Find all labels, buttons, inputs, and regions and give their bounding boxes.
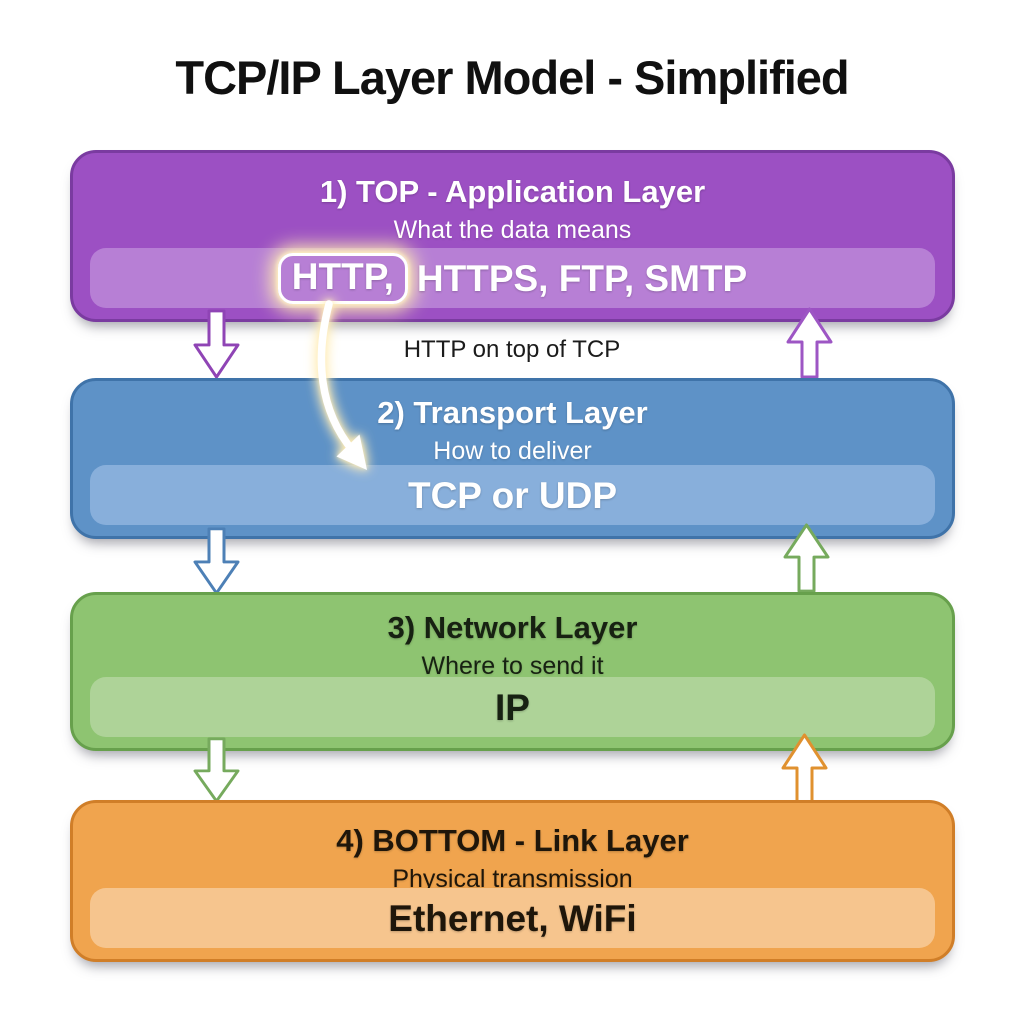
down-arrow-icon-2	[193, 527, 240, 595]
protocol-bar-link: Ethernet, WiFi	[90, 888, 935, 948]
layer-transport-subtitle: How to deliver	[433, 436, 592, 465]
protocol-bar-application: HTTP,HTTPS, FTP, SMTP	[90, 248, 935, 308]
layer-network: 3) Network Layer Where to send it IP	[70, 592, 955, 751]
protocol-bar-transport: TCP or UDP	[90, 465, 935, 525]
http-tcp-annotation: HTTP on top of TCP	[403, 336, 621, 363]
protocol-text-network: IP	[495, 686, 530, 728]
curved-arrow-http-to-tcp-icon	[317, 300, 367, 470]
layer-network-heading: 3) Network Layer	[387, 610, 638, 645]
protocol-text-link: Ethernet, WiFi	[388, 897, 637, 939]
protocol-bar-network: IP	[90, 677, 935, 737]
layer-transport-heading: 2) Transport Layer	[377, 395, 648, 430]
http-highlight-box: HTTP,	[277, 252, 408, 304]
up-arrow-icon-1	[786, 307, 833, 379]
layer-transport: 2) Transport Layer How to deliver TCP or…	[70, 378, 955, 539]
layer-network-subtitle: Where to send it	[421, 651, 604, 680]
layer-application-heading: 1) TOP - Application Layer	[319, 174, 706, 209]
diagram-title: TCP/IP Layer Model - Simplified	[175, 51, 849, 104]
layer-application: 1) TOP - Application Layer What the data…	[70, 150, 955, 322]
down-arrow-icon-3	[193, 737, 240, 803]
layer-link-heading: 4) BOTTOM - Link Layer	[336, 823, 689, 858]
layer-application-subtitle: What the data means	[393, 215, 632, 244]
up-arrow-icon-3	[781, 733, 828, 805]
layer-link: 4) BOTTOM - Link Layer Physical transmis…	[70, 800, 955, 962]
protocol-text-application: HTTPS, FTP, SMTP	[416, 257, 748, 299]
down-arrow-icon-1	[193, 309, 240, 379]
protocol-text-transport: TCP or UDP	[407, 474, 617, 516]
up-arrow-icon-2	[783, 523, 830, 593]
